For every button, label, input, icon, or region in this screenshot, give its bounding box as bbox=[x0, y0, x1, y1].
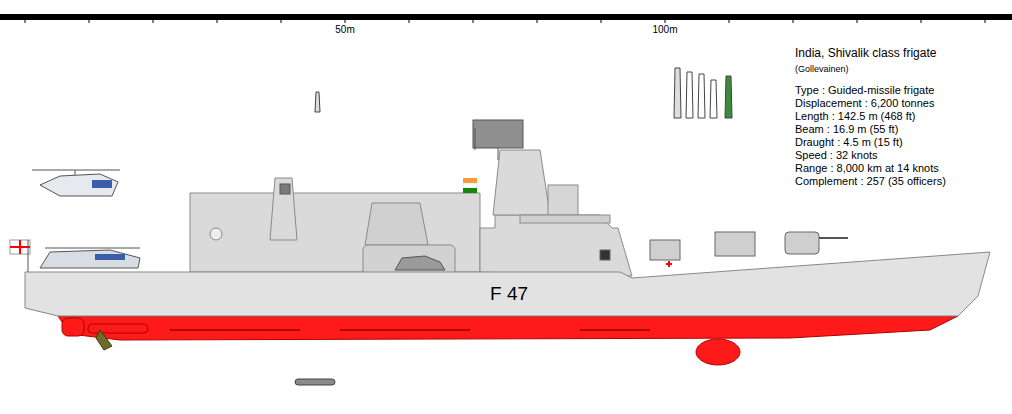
helicopter-body bbox=[40, 174, 118, 196]
scale-tick bbox=[473, 14, 474, 23]
hatch bbox=[600, 250, 610, 260]
scale-tick bbox=[921, 14, 922, 23]
shaft bbox=[88, 324, 148, 333]
scale-tick bbox=[601, 14, 602, 23]
scale-tick bbox=[25, 14, 26, 23]
author-credit: (Gollevainen) bbox=[795, 64, 849, 75]
munitions bbox=[295, 68, 732, 385]
deck-helicopter bbox=[40, 248, 140, 268]
boat bbox=[395, 256, 445, 270]
scale-label: 50m bbox=[335, 24, 354, 36]
flying-helicopter bbox=[32, 170, 120, 196]
missile bbox=[674, 68, 681, 118]
rotor bbox=[32, 170, 120, 171]
ensign-staff bbox=[28, 240, 29, 272]
flag-band bbox=[463, 188, 477, 193]
gun-barrel bbox=[819, 237, 848, 239]
bridge-block bbox=[480, 215, 632, 276]
bilge-keel bbox=[170, 329, 300, 331]
radar-post bbox=[498, 148, 499, 160]
indian-flag bbox=[463, 178, 477, 193]
spec-line: Range : 8,000 km at 14 knots bbox=[795, 162, 939, 175]
scale-label: 100m bbox=[652, 24, 677, 36]
helicopter-stripe bbox=[95, 254, 125, 260]
dome bbox=[210, 228, 222, 240]
missile bbox=[710, 80, 717, 118]
underwater-hull bbox=[58, 316, 958, 365]
scale-bar-band bbox=[0, 14, 1012, 20]
main-mast bbox=[493, 150, 550, 215]
mast-pole bbox=[475, 128, 476, 150]
bilge-keel bbox=[580, 329, 650, 331]
scale-tick bbox=[281, 14, 282, 23]
missile bbox=[698, 74, 705, 118]
missile-launcher bbox=[715, 232, 755, 256]
pennant-number: F 47 bbox=[490, 283, 528, 306]
naval-ensign bbox=[10, 240, 30, 272]
scale-tick bbox=[217, 14, 218, 23]
rail bbox=[520, 215, 610, 223]
launcher bbox=[650, 240, 680, 260]
rotor-mast bbox=[75, 170, 76, 175]
radar bbox=[473, 120, 523, 148]
scale-tick bbox=[345, 14, 346, 23]
red-hull bbox=[58, 316, 958, 340]
helicopter-body bbox=[40, 250, 140, 268]
bilge-keel bbox=[340, 329, 470, 331]
scale-tick bbox=[89, 14, 90, 23]
aft-mast bbox=[270, 178, 297, 240]
spec-line: Beam : 16.9 m (55 ft) bbox=[795, 123, 898, 136]
scale-tick bbox=[409, 14, 410, 23]
weapons bbox=[600, 232, 848, 267]
sensor bbox=[280, 184, 290, 194]
propeller bbox=[96, 330, 112, 350]
spec-line: Length : 142.5 m (468 ft) bbox=[795, 110, 915, 123]
scale-tick bbox=[153, 14, 154, 23]
missile bbox=[725, 76, 732, 118]
flag-band bbox=[463, 183, 477, 188]
scale-tick bbox=[793, 14, 794, 23]
missile bbox=[686, 72, 693, 118]
ship-title: India, Shivalik class frigate bbox=[795, 46, 936, 60]
spec-line: Speed : 32 knots bbox=[795, 149, 878, 162]
scale-tick bbox=[729, 14, 730, 23]
red-cross bbox=[666, 261, 672, 267]
gun-turret bbox=[785, 232, 819, 254]
flag-band bbox=[463, 178, 477, 183]
scale-ticks bbox=[25, 14, 985, 23]
scale-bar bbox=[0, 14, 1012, 23]
sonar-dome bbox=[696, 339, 740, 365]
scale-tick bbox=[985, 14, 986, 23]
torpedo bbox=[295, 379, 335, 385]
spec-line: Draught : 4.5 m (15 ft) bbox=[795, 136, 903, 149]
funnel bbox=[365, 203, 428, 245]
spec-line: Complement : 257 (35 officers) bbox=[795, 175, 946, 188]
superstructure bbox=[190, 120, 632, 282]
hull bbox=[25, 252, 990, 316]
scale-tick bbox=[665, 14, 666, 23]
helicopter-window bbox=[92, 180, 112, 188]
ensign-field bbox=[10, 240, 30, 254]
deckhouse bbox=[548, 185, 578, 215]
rotor bbox=[45, 248, 140, 249]
missile bbox=[315, 92, 320, 112]
ensign-cross bbox=[10, 240, 30, 254]
scale-tick bbox=[857, 14, 858, 23]
scale-tick bbox=[537, 14, 538, 23]
hangar bbox=[190, 193, 480, 272]
rudder bbox=[62, 318, 84, 336]
spec-line: Displacement : 6,200 tonnes bbox=[795, 97, 934, 110]
spec-line: Type : Guided-missile frigate bbox=[795, 84, 934, 97]
